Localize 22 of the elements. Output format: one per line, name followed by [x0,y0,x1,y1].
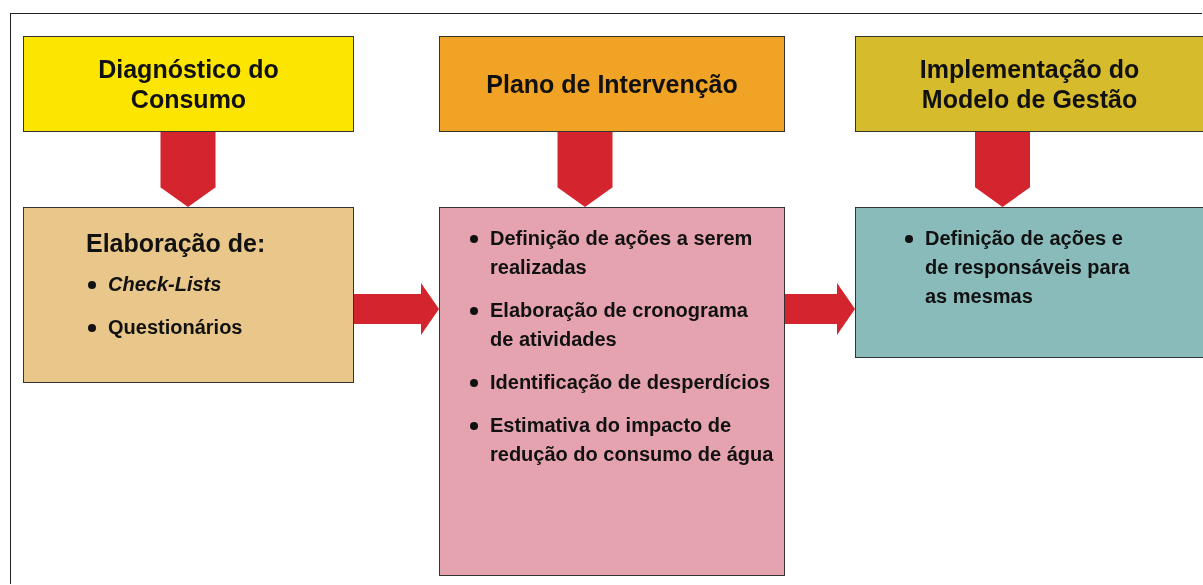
box-heading: Elaboração de: [86,228,266,259]
stage-box [23,36,354,132]
block-arrow [557,132,613,207]
bullet-item: Definição de ações a serem realizadas [490,226,754,280]
bullet-item: Estimativa do impacto de redução do consumo de água [490,413,775,467]
stage-title: Implementação do Modelo de Gestão [918,54,1141,114]
bullet-item: Check-Lists [108,272,222,297]
bullet-item: Elaboração de cronograma de atividades [490,298,749,352]
bullet-item: Definição de ações e de responsáveis para as mesmas [925,226,1131,309]
stage-title: Plano de Intervenção [486,69,738,99]
content-box [23,207,354,383]
block-arrow [785,283,855,335]
stage-box [439,36,785,132]
block-arrow [974,132,1031,207]
block-arrow [160,132,216,207]
content-box [855,207,1203,358]
bullet-item: Identificação de desperdícios [490,370,771,395]
stage-title: Diagnóstico do Consumo [97,54,280,114]
block-arrow [354,283,439,335]
bullet-item: Questionários [108,315,243,340]
stage-box [855,36,1203,132]
content-box [439,207,785,576]
